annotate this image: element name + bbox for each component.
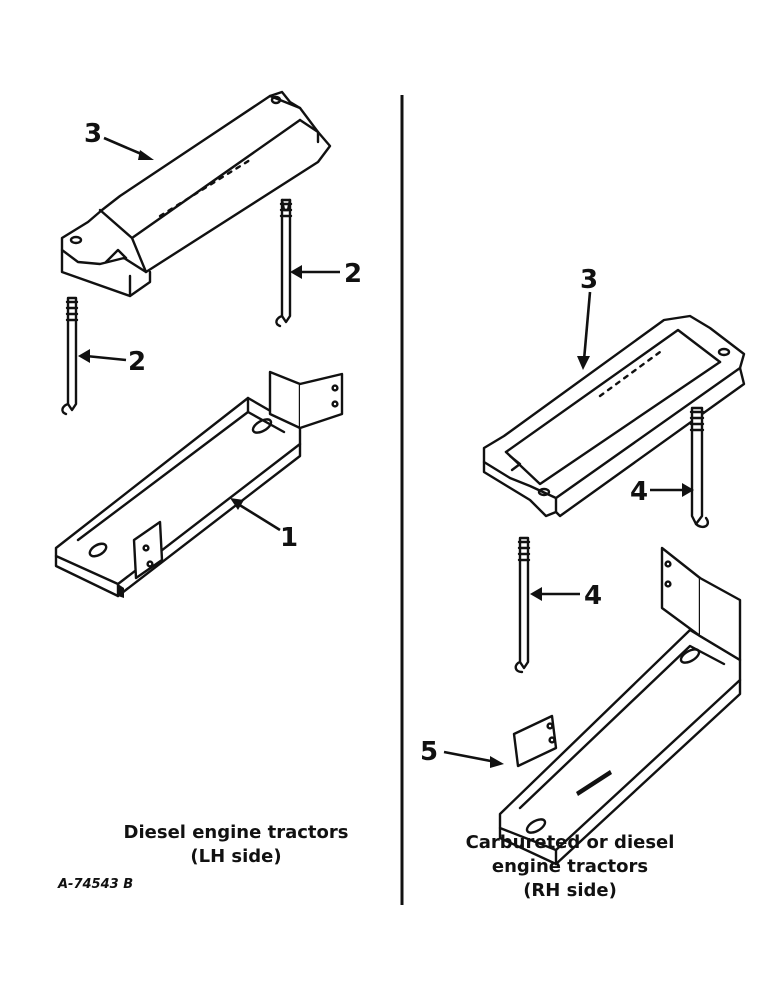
caption-rh-line3: (RH side) [523,880,617,901]
callout-rh-cover: 3 [580,265,598,295]
figure-id: A-74543 B [57,877,133,892]
callout-rh-rod-right: 4 [630,477,648,507]
callout-rh-tray: 5 [420,737,438,767]
callout-lh-rod-right: 2 [344,259,362,289]
rh-battery-tray [498,546,742,866]
callout-lh-cover: 3 [84,119,102,149]
callout-arrows [78,136,694,768]
callout-lh-rod-left: 2 [128,347,146,377]
lh-battery-cover [60,90,332,298]
lh-hold-down-rod-left [61,296,79,416]
rh-battery-cover [482,314,746,518]
callout-rh-rod-left: 4 [584,581,602,611]
caption-lh-line2: (LH side) [190,846,281,867]
callout-lh-tray: 1 [280,523,298,553]
lh-battery-tray [54,370,344,598]
rh-hold-down-rod-left [514,536,531,674]
caption-rh-line2: engine tractors [492,856,648,877]
lh-hold-down-rod-right [275,198,293,328]
caption-lh-line1: Diesel engine tractors [124,822,349,843]
caption-rh-line1: Carbureted or diesel [466,832,675,853]
rh-hold-down-rod-right [689,406,710,529]
